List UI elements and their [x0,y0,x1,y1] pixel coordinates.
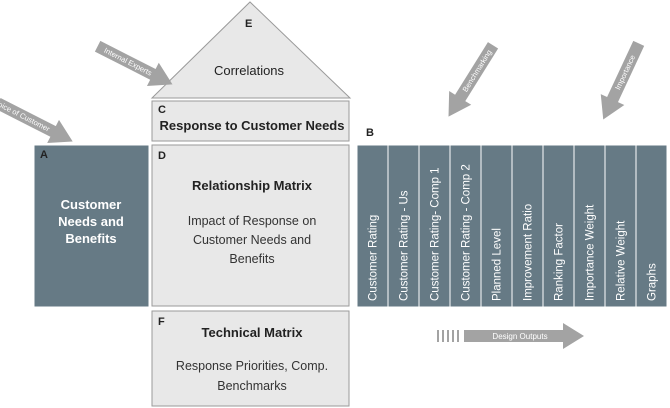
b-column-label-9: Relative Weight [616,220,628,301]
b-column-label-1: Customer Rating [368,215,380,301]
customer-needs-line-2: Needs and [58,214,124,229]
design-outputs-dash-5 [457,330,459,342]
relationship-line-2: Customer Needs and [193,233,311,247]
benchmarking-arrow-shape [448,42,499,117]
relationship-matrix-box [151,144,350,307]
section-d-relationship-matrix: D Relationship Matrix Impact of Response… [151,144,350,307]
design-outputs-label: Design Outputs [492,332,547,341]
design-outputs-dash-3 [447,330,449,342]
section-e-letter: E [245,18,252,30]
importance-arrow: Importance [600,40,645,120]
technical-line-2: Benchmarks [217,379,286,393]
design-outputs-dash-4 [452,330,454,342]
section-f-technical-matrix: F Technical Matrix Response Priorities, … [151,310,350,407]
design-outputs-dash-1 [437,330,439,342]
customer-needs-line-3: Benefits [65,231,116,246]
internal-experts-arrow-shape [94,40,173,86]
voice-of-customer-arrow: Voice of Customer [0,97,73,144]
b-column-3 [418,144,451,308]
b-column-8 [573,144,606,308]
section-f-letter: F [158,316,165,328]
b-column-label-10: Graphs [647,263,659,301]
importance-arrow-shape [600,40,645,120]
section-a-letter: A [40,149,48,161]
section-b-letter: B [366,127,374,139]
b-column-label-4: Customer Rating - Comp 2 [461,164,473,301]
voice-of-customer-arrow-shape [0,97,73,144]
section-a-customer-needs: A Customer Needs and Benefits [33,144,150,308]
relationship-line-1: Impact of Response on [188,214,317,228]
b-column-label-2: Customer Rating - Us [399,190,411,301]
technical-matrix-title: Technical Matrix [202,325,304,340]
design-outputs-arrow-shape [464,323,584,349]
b-column-1 [356,144,389,308]
relationship-matrix-title: Relationship Matrix [192,178,313,193]
technical-matrix-box [151,310,350,407]
section-e-correlations: E Correlations [150,1,352,99]
b-column-label-8: Importance Weight [585,204,597,301]
response-box [151,100,350,142]
b-column-label-5: Planned Level [492,228,504,301]
customer-needs-line-1: Customer [61,197,122,212]
design-outputs-arrow: Design Outputs [437,323,584,349]
b-column-9 [604,144,637,308]
benchmarking-arrow: Benchmarking [448,42,499,117]
b-column-group: Customer Rating Customer Rating - Us Custo… [356,144,668,308]
section-d-letter: D [158,150,166,162]
b-column-4 [449,144,482,308]
benchmarking-label: Benchmarking [461,48,494,93]
correlations-roof [150,1,352,99]
correlations-title: Correlations [214,63,285,78]
technical-line-1: Response Priorities, Comp. [176,359,328,373]
b-column-label-3: Customer Rating- Comp 1 [430,167,442,301]
voice-of-customer-label: Voice of Customer [0,98,52,134]
b-column-label-6: Improvement Ratio [523,204,535,301]
b-column-5 [480,144,513,308]
section-c-letter: C [158,104,166,116]
b-column-label-7: Ranking Factor [554,223,566,301]
b-column-10 [635,144,668,308]
response-title: Response to Customer Needs [160,118,345,133]
internal-experts-label: Internal Experts [102,46,153,78]
section-c-response: C Response to Customer Needs [151,100,350,142]
b-column-2 [387,144,420,308]
b-column-6 [511,144,544,308]
customer-needs-box [33,144,150,308]
design-outputs-dash-2 [442,330,444,342]
relationship-line-3: Benefits [229,252,274,266]
